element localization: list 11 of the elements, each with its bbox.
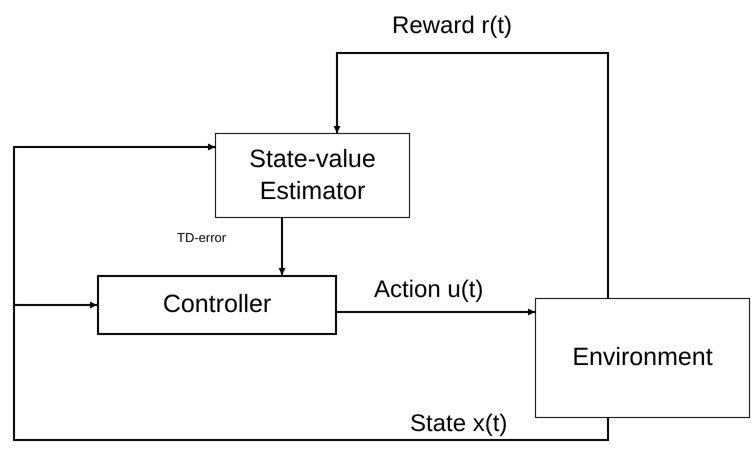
- box-label: Controller: [162, 290, 272, 318]
- edge-label: TD-error: [175, 230, 228, 245]
- box-label: State-value Estimator: [249, 145, 376, 204]
- process-box: [97, 275, 337, 335]
- arrow: [278, 218, 286, 275]
- arrow: [337, 308, 535, 316]
- arrow: [334, 52, 609, 298]
- process-box: [535, 298, 750, 418]
- arrow: [13, 302, 609, 441]
- process-box: [215, 133, 410, 218]
- box-label: Environment: [572, 343, 713, 372]
